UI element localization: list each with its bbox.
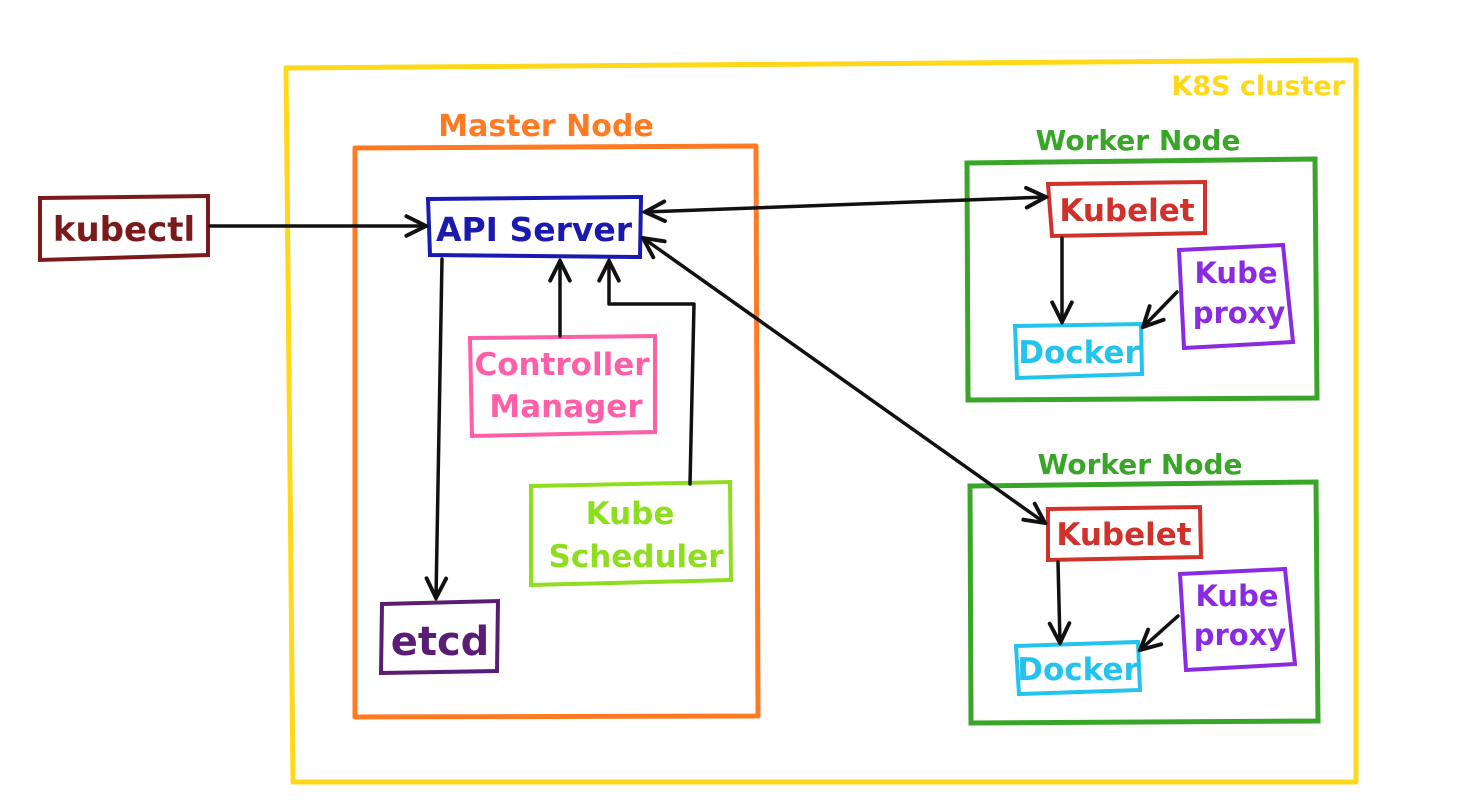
connector-arrows: [208, 197, 1180, 650]
worker-node-2-label: Worker Node: [1037, 448, 1242, 481]
worker-2-proxy-line1: Kube: [1195, 579, 1278, 613]
worker-node-2-border: [967, 479, 1321, 726]
worker-node-2-group: Worker Node Kubelet Docker Kube proxy: [967, 448, 1321, 726]
master-node-group: Master Node: [352, 109, 761, 720]
worker-2-proxy-line2: proxy: [1194, 618, 1287, 652]
arrow-worker-2-kubelet-to-docker: [1058, 560, 1060, 643]
kube-scheduler-line2: Scheduler: [549, 539, 725, 575]
kube-scheduler-box: Kube Scheduler: [529, 479, 734, 588]
worker-2-docker-box: Docker: [1013, 639, 1143, 697]
worker-2-kubelet-label: Kubelet: [1056, 517, 1191, 553]
cluster-label: K8S cluster: [1171, 71, 1345, 102]
api-server-label: API Server: [436, 210, 633, 249]
controller-manager-box: Controller Manager: [467, 333, 657, 439]
worker-1-kubelet-label: Kubelet: [1059, 193, 1194, 229]
worker-node-1-group: Worker Node Kubelet Docker Kube proxy: [964, 124, 1320, 403]
arrow-api-server-worker-2-kubelet: [643, 238, 1045, 523]
worker-1-docker-box: Docker: [1012, 321, 1145, 381]
arrow-api-server-to-etcd: [436, 257, 442, 598]
etcd-label: etcd: [391, 619, 490, 665]
arrow-worker-2-proxy-to-docker: [1140, 614, 1180, 650]
master-node-label: Master Node: [438, 109, 653, 144]
worker-2-kubelet-box: Kubelet: [1046, 504, 1204, 563]
controller-manager-line1: Controller: [474, 347, 650, 383]
kubectl-label: kubectl: [53, 210, 195, 250]
worker-2-kube-proxy-box: Kube proxy: [1177, 566, 1298, 673]
worker-1-docker-label: Docker: [1018, 335, 1140, 371]
worker-node-1-label: Worker Node: [1035, 124, 1240, 157]
k8s-cluster-group: K8S cluster: [283, 57, 1359, 785]
controller-manager-line2: Manager: [489, 389, 643, 425]
kubectl-box: kubectl: [38, 193, 210, 263]
arrow-api-server-worker-1-kubelet: [645, 197, 1046, 212]
etcd-box: etcd: [378, 598, 501, 676]
kube-scheduler-line1: Kube: [586, 496, 675, 532]
cluster-border: [283, 57, 1359, 785]
arrow-worker-1-proxy-to-docker: [1143, 290, 1179, 327]
worker-1-kube-proxy-box: Kube proxy: [1176, 242, 1296, 351]
master-node-border: [352, 143, 761, 720]
worker-1-kubelet-box: Kubelet: [1045, 179, 1207, 239]
worker-1-proxy-line1: Kube: [1194, 256, 1277, 290]
worker-2-docker-label: Docker: [1017, 652, 1139, 688]
worker-1-proxy-line2: proxy: [1193, 296, 1286, 330]
api-server-box: API Server: [425, 194, 644, 260]
